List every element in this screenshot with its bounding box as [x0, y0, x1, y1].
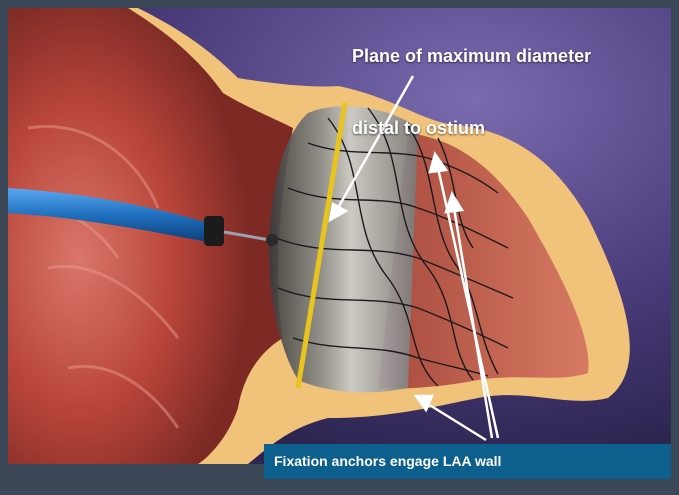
- fixation-caption: Fixation anchors engage LAA wall: [264, 444, 671, 479]
- max-diameter-label: Plane of maximum diameter distal to osti…: [352, 20, 672, 140]
- catheter-tip: [204, 216, 224, 246]
- max-diameter-label-line1: Plane of maximum diameter: [352, 46, 591, 66]
- max-diameter-label-line2: distal to ostium: [352, 118, 485, 138]
- device-hub: [266, 234, 278, 246]
